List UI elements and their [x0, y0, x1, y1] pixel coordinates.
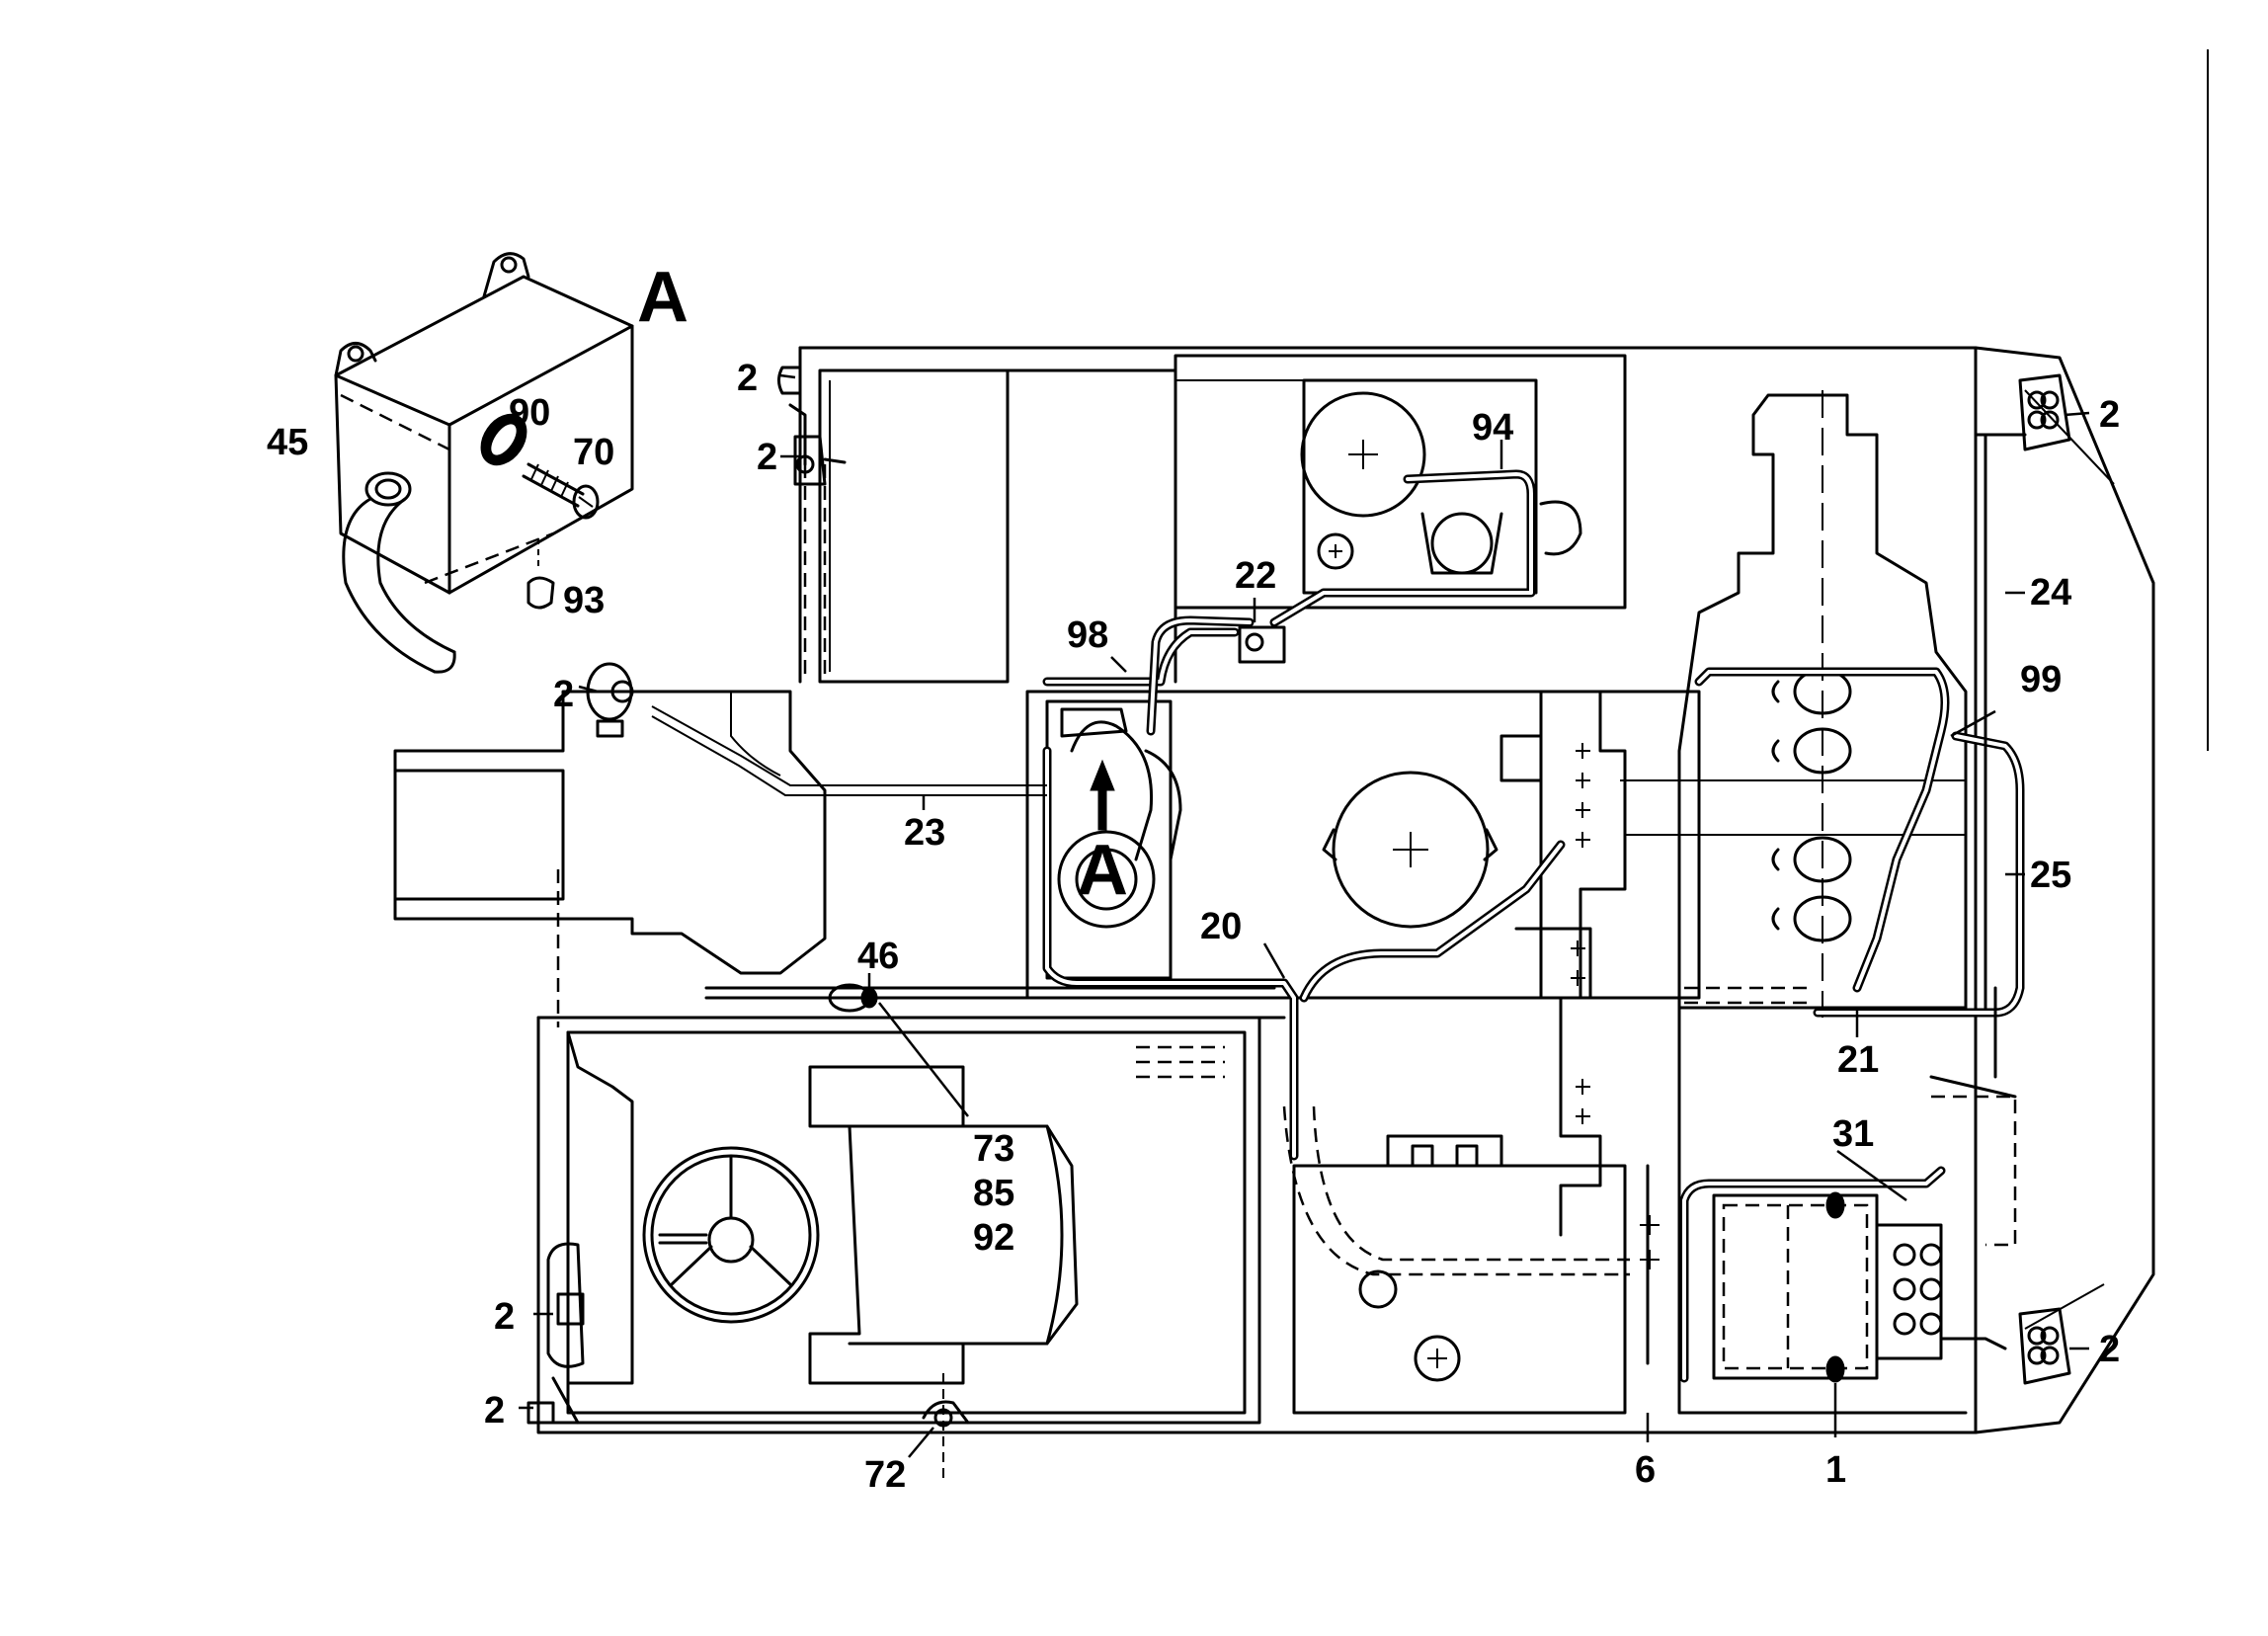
callout-2-top-left: 2 [737, 358, 758, 399]
callout-2-bottom-right: 2 [2099, 1329, 2120, 1370]
harness-runs [556, 403, 2027, 1383]
detail-a-junction-box [334, 252, 634, 674]
callout-92: 92 [973, 1217, 1014, 1259]
callout-2-bottom-left-lower: 2 [484, 1390, 505, 1432]
callout-45: 45 [267, 422, 308, 463]
connector-72 [922, 1400, 970, 1428]
callout-85: 85 [973, 1173, 1014, 1214]
work-light-upper-left [793, 435, 847, 486]
view-arrow [1090, 759, 1115, 831]
callout-94: 94 [1472, 407, 1513, 449]
grommet-46 [828, 983, 878, 1013]
callout-46: 46 [857, 936, 899, 977]
relay-31 [1825, 1191, 1845, 1383]
machine-frame [393, 49, 2209, 1482]
connector-22 [1238, 625, 1286, 664]
work-light-top-right [2018, 373, 2071, 451]
work-light-bottom-right [2018, 1307, 2071, 1385]
callout-31: 31 [1832, 1113, 1874, 1155]
callout-2-arm: 2 [553, 674, 574, 715]
callout-2-bottom-left-upper: 2 [494, 1296, 515, 1338]
callout-72: 72 [864, 1454, 906, 1496]
callout-2-upper-left: 2 [757, 437, 777, 478]
callout-70: 70 [573, 432, 614, 473]
callout-20: 20 [1200, 906, 1242, 947]
callout-22: 22 [1235, 555, 1276, 597]
callout-24: 24 [2030, 572, 2071, 614]
components [526, 366, 2071, 1428]
callout-99: 99 [2020, 659, 2062, 700]
work-light-top-left [777, 366, 802, 395]
callout-73: 73 [973, 1128, 1014, 1170]
callout-98: 98 [1067, 614, 1108, 656]
work-light-arm [586, 662, 634, 738]
leader-lines [519, 373, 2090, 1458]
callout-23: 23 [904, 812, 945, 854]
junction-box-a [1060, 707, 1182, 861]
callout-93: 93 [563, 580, 605, 621]
callout-25: 25 [2030, 855, 2071, 896]
callout-2-top-right: 2 [2099, 394, 2120, 436]
callout-6: 6 [1635, 1449, 1656, 1491]
view-marker-letter: A [1077, 831, 1128, 910]
work-light-bottom-left [526, 1242, 585, 1425]
callout-21: 21 [1837, 1039, 1879, 1081]
detail-view-letter: A [637, 258, 688, 337]
callout-1: 1 [1825, 1449, 1846, 1491]
callout-90: 90 [509, 392, 550, 434]
